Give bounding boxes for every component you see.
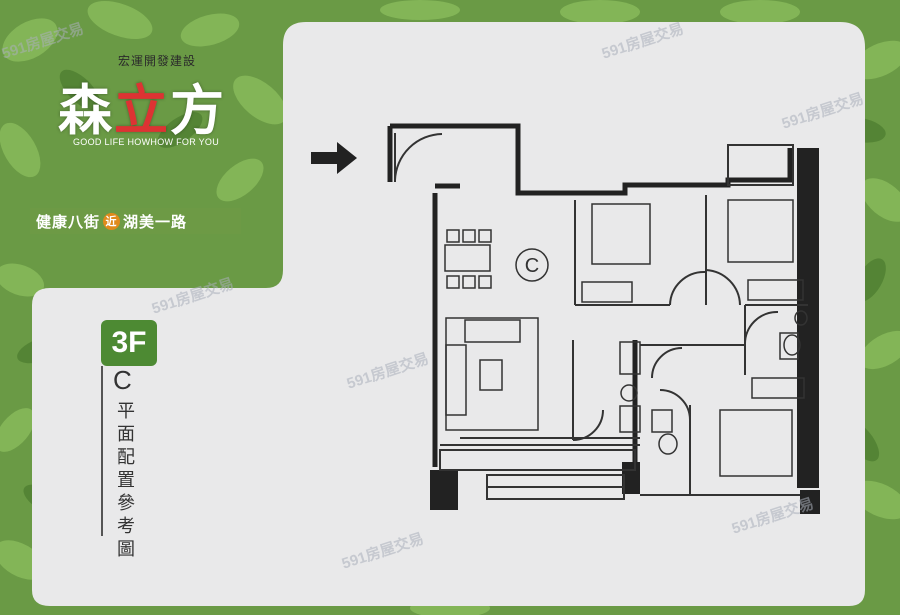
title-divider: [101, 366, 103, 536]
location-bar: 健康八街 近 湖美一路: [30, 208, 241, 234]
location-street-2: 湖美一路: [123, 212, 188, 231]
unit-letter: C: [113, 365, 132, 395]
near-badge: 近: [103, 212, 121, 230]
brand-slogan: GOOD LIFE HOWHOW FOR YOU: [73, 137, 220, 147]
floor-badge: 3F: [101, 320, 157, 366]
plan-unit-mark: C: [525, 255, 539, 277]
brand-logo: 森立方: [58, 66, 226, 145]
location-street-1: 健康八街: [36, 212, 101, 231]
plan-title: 平面配置參考圖: [117, 401, 135, 560]
entrance-arrow-icon: [311, 142, 357, 174]
brand-char-1: 森: [58, 78, 114, 142]
developer-name: 宏運開發建設: [118, 54, 197, 68]
brand-char-3: 方: [170, 78, 226, 142]
brand-char-2: 立: [114, 78, 170, 142]
